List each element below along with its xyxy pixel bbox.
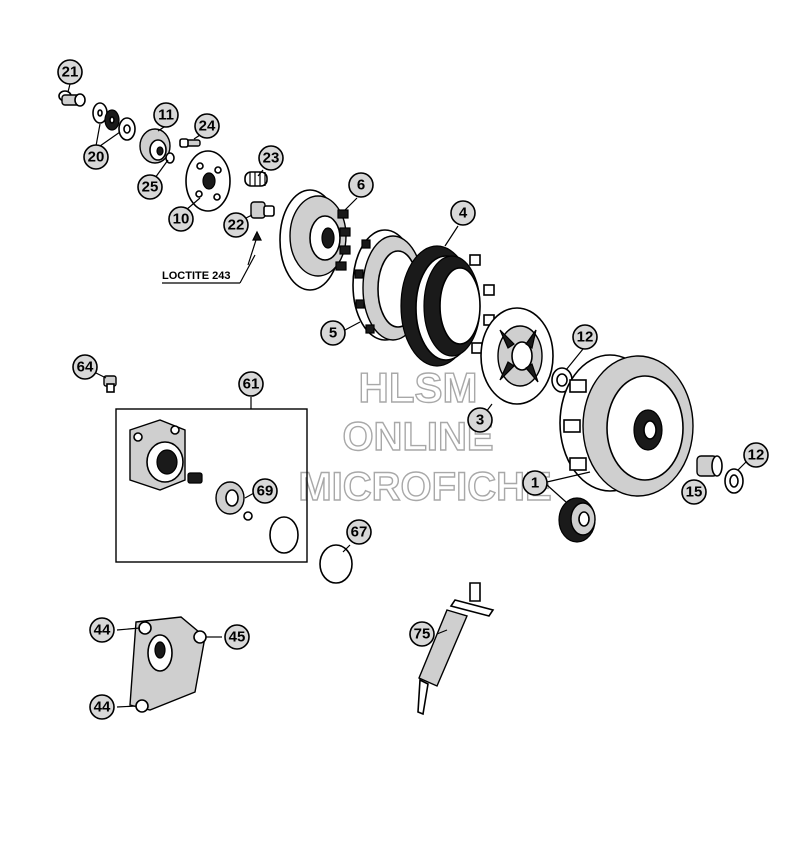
part-21-bolt: [58, 90, 86, 107]
callout-75-label: 75: [414, 626, 431, 643]
part-67-o-ring: [319, 544, 353, 584]
watermark-line1: HLSM: [359, 364, 478, 411]
part-4-clutch-plates: [400, 245, 495, 367]
callout-6-label: 6: [357, 177, 365, 194]
callout-15-label: 15: [686, 484, 703, 501]
callout-64[interactable]: 64: [72, 354, 98, 380]
part-10-pressure-plate: [185, 150, 231, 212]
callout-6[interactable]: 6: [348, 172, 374, 198]
callout-20[interactable]: 20: [83, 144, 109, 170]
part-6-clutch-hub: [279, 189, 351, 291]
callout-1-label: 1: [531, 475, 539, 492]
callout-20-label: 20: [88, 149, 105, 166]
callout-23-label: 23: [263, 150, 280, 167]
part-20-washers: [92, 102, 136, 141]
callout-10-label: 10: [173, 211, 190, 228]
part-15-bushing: [696, 455, 723, 477]
callout-23[interactable]: 23: [258, 145, 284, 171]
part-3-disc: [480, 307, 554, 405]
callout-44-upper[interactable]: 44: [89, 617, 115, 643]
part-12-washer-lower: [724, 468, 744, 494]
part-75-syringe: [417, 582, 495, 716]
callout-22[interactable]: 22: [223, 212, 249, 238]
part-23-spring: [244, 171, 268, 187]
callout-61-label: 61: [243, 376, 260, 393]
callout-44-lower-label: 44: [94, 699, 111, 716]
callout-11[interactable]: 11: [153, 102, 179, 128]
part-22-nut: [250, 201, 275, 241]
part-1-clutch-basket: [559, 354, 694, 497]
watermark-line3: MICROFICHE: [298, 465, 551, 509]
loctite-note: LOCTITE 243: [162, 270, 230, 282]
callout-4[interactable]: 4: [450, 200, 476, 226]
part-11-cup: [139, 128, 171, 164]
callout-69[interactable]: 69: [252, 478, 278, 504]
callout-25[interactable]: 25: [137, 174, 163, 200]
callout-24[interactable]: 24: [194, 113, 220, 139]
callout-44-upper-label: 44: [94, 622, 111, 639]
callout-12-upper-label: 12: [577, 329, 594, 346]
callout-21-label: 21: [62, 64, 79, 81]
callout-15[interactable]: 15: [681, 479, 707, 505]
callout-64-label: 64: [77, 359, 94, 376]
callout-25-label: 25: [142, 179, 159, 196]
callout-5[interactable]: 5: [320, 320, 346, 346]
primary-gear: [558, 497, 596, 543]
callout-67[interactable]: 67: [346, 519, 372, 545]
part-44-45-cover: [129, 616, 207, 713]
callout-12-lower-label: 12: [748, 447, 765, 464]
callout-1[interactable]: 1: [522, 470, 548, 496]
callout-75[interactable]: 75: [409, 621, 435, 647]
callout-11-label: 11: [158, 107, 174, 124]
callout-61[interactable]: 61: [238, 371, 264, 397]
callout-12-lower[interactable]: 12: [743, 442, 769, 468]
callout-45[interactable]: 45: [224, 624, 250, 650]
callout-4-label: 4: [459, 205, 468, 222]
callout-12-upper[interactable]: 12: [572, 324, 598, 350]
callout-69-label: 69: [257, 483, 274, 500]
callout-24-label: 24: [199, 118, 216, 135]
part-64-screw: [103, 375, 117, 393]
loctite-leader: [239, 254, 256, 284]
callout-3-label: 3: [476, 412, 484, 429]
callout-3[interactable]: 3: [467, 407, 493, 433]
callout-5-label: 5: [329, 325, 337, 342]
callout-44-lower[interactable]: 44: [89, 694, 115, 720]
part-24-bolt: [179, 138, 201, 148]
part-61-slave-cylinder: [129, 419, 299, 554]
callout-10[interactable]: 10: [168, 206, 194, 232]
part-61-group-box: [115, 408, 308, 563]
callout-67-label: 67: [351, 524, 368, 541]
callout-45-label: 45: [229, 629, 246, 646]
callout-22-label: 22: [228, 217, 245, 234]
callout-21[interactable]: 21: [57, 59, 83, 85]
